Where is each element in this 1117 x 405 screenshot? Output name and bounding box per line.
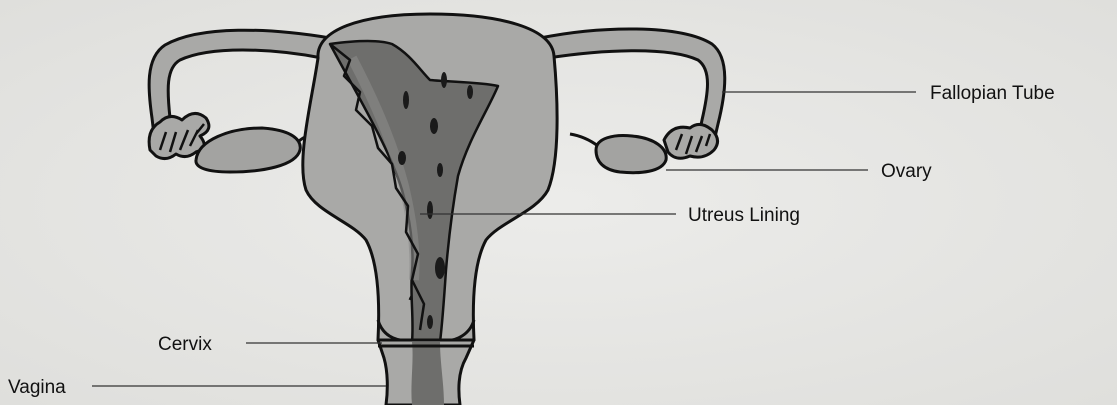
label-uterus-lining: Utreus Lining [688,205,800,226]
label-vagina: Vagina [8,377,66,398]
label-fallopian-tube: Fallopian Tube [930,83,1055,104]
right-ovary [596,136,666,173]
label-ovary: Ovary [881,161,932,182]
vaginal-canal [411,342,444,405]
label-cervix: Cervix [158,334,212,355]
